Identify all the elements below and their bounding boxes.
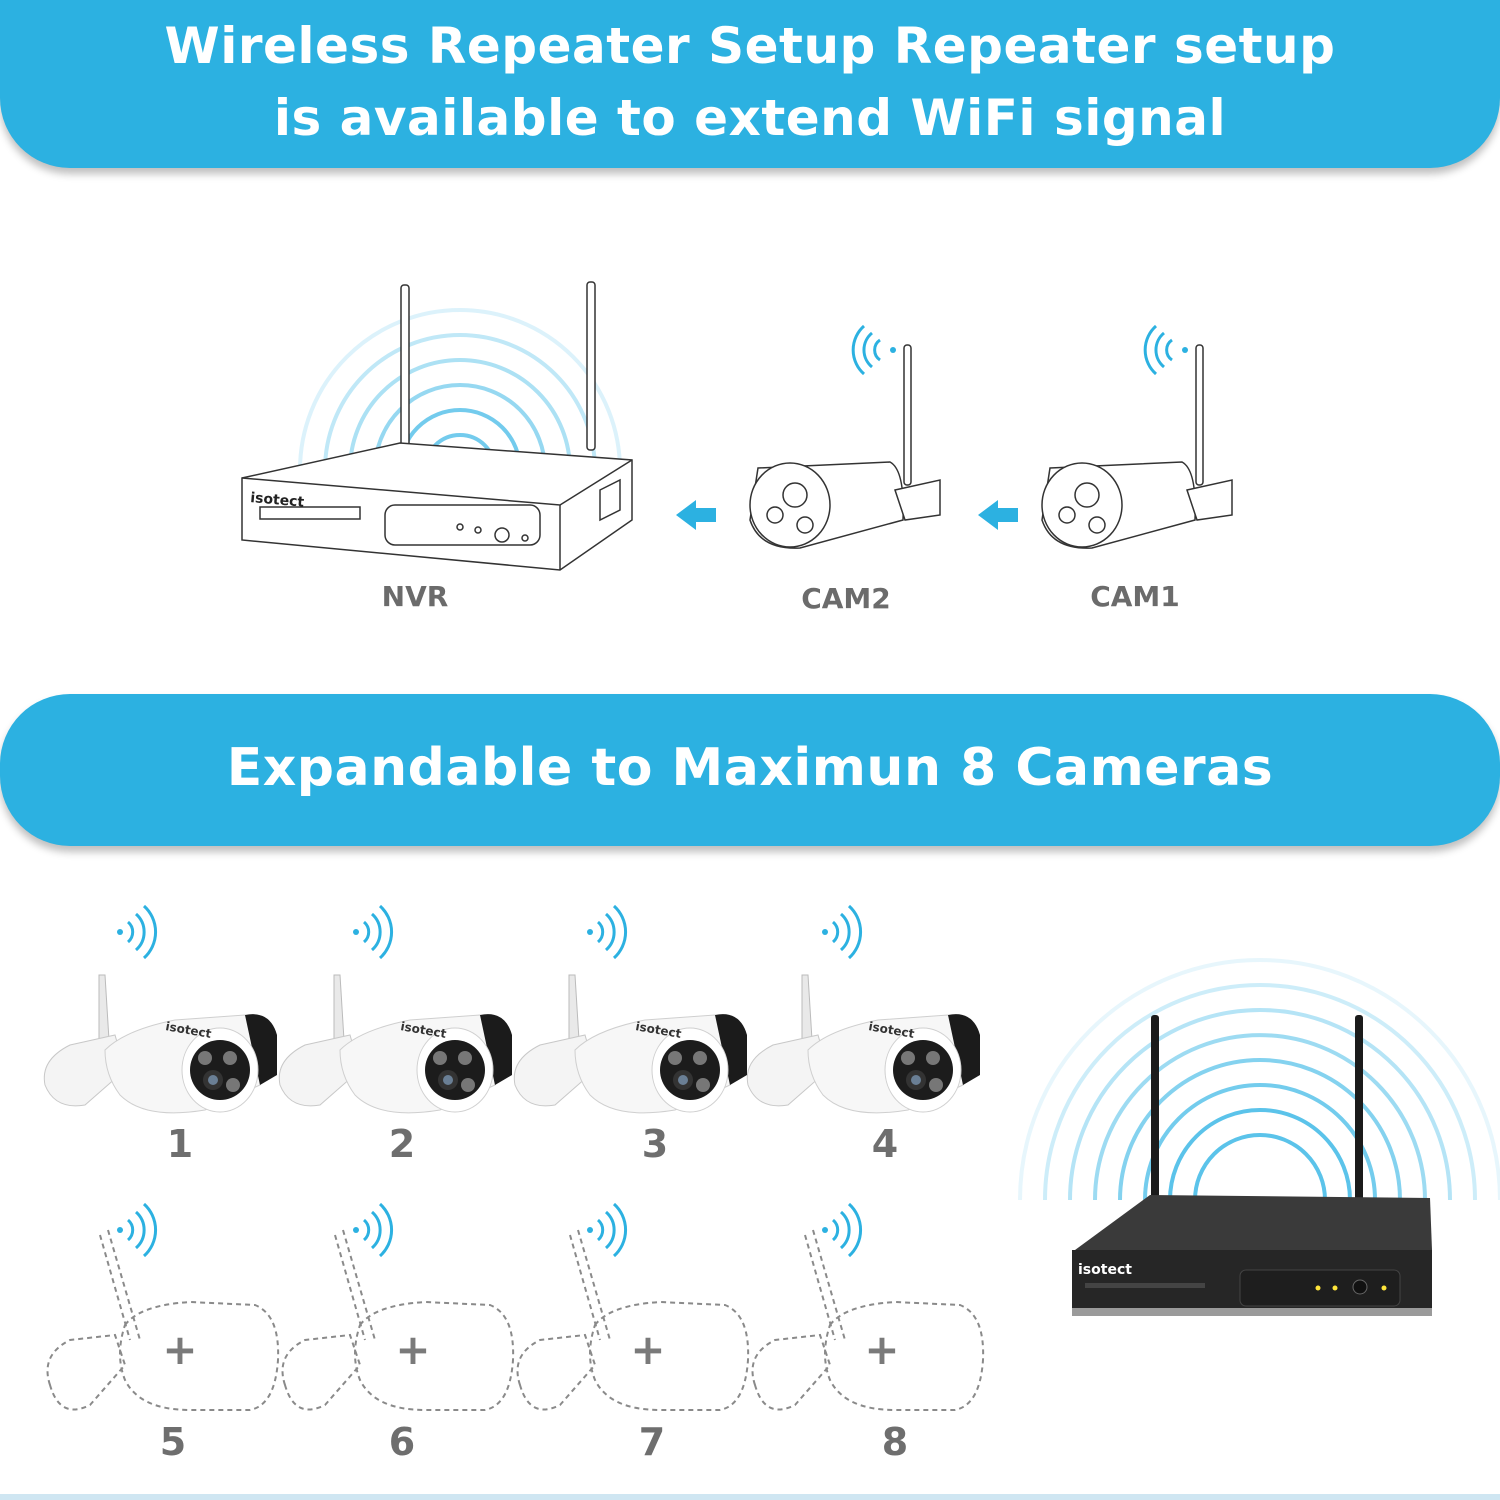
camera-number-1: 1 (166, 1122, 194, 1166)
cam2-outline-icon (749, 344, 941, 549)
camera-number-3: 3 (641, 1122, 669, 1166)
header-title-line1: Wireless Repeater Setup Repeater setup (164, 17, 1336, 75)
camera-1-brand: isotect (164, 1019, 212, 1041)
empty-camera-slot-6-icon (281, 1229, 515, 1411)
arrow-left-icon (676, 500, 716, 530)
camera-number-6: 6 (388, 1420, 416, 1464)
header-title-line2: is available to extend WiFi signal (273, 89, 1227, 147)
camera-number-7: 7 (638, 1420, 666, 1464)
camera-brand-marks: isotect isotect isotect isotect (164, 1019, 915, 1041)
cam2-wifi-icon (851, 324, 896, 376)
wifi-icon (115, 1202, 158, 1258)
nvr-label: NVR (381, 580, 449, 613)
cam2-label: CAM2 (801, 582, 891, 615)
camera-number-2: 2 (388, 1122, 416, 1166)
nvr-device (1018, 958, 1500, 1316)
wifi-icon (351, 1202, 394, 1258)
nvr-device-brand: isotect (1078, 1262, 1132, 1278)
nvr-outline-brand: isotect (250, 490, 305, 511)
wifi-icon (820, 1202, 863, 1258)
empty-camera-slot-8-icon (751, 1229, 985, 1411)
nvr-outline-icon (241, 281, 633, 571)
add-camera-6-icon: + (395, 1325, 431, 1374)
camera-number-4: 4 (871, 1122, 899, 1166)
cam1-outline-icon (1041, 344, 1233, 549)
cam1-wifi-icon (1143, 324, 1188, 376)
nvr-signal-waves-icon (1018, 958, 1500, 1201)
empty-camera-slot-7-icon (516, 1229, 750, 1411)
repeater-diagram: isotect (241, 281, 1233, 571)
bottom-divider (0, 1494, 1500, 1500)
add-camera-5-icon: + (162, 1325, 198, 1374)
cam1-label: CAM1 (1090, 580, 1180, 613)
camera-4-brand: isotect (867, 1019, 915, 1041)
camera-number-8: 8 (881, 1420, 909, 1464)
add-camera-8-icon: + (864, 1325, 900, 1374)
wifi-icon (351, 904, 394, 960)
empty-camera-slot-5-icon (46, 1229, 280, 1411)
expandable-camera-slots (46, 1202, 985, 1411)
wifi-icon (585, 904, 628, 960)
wifi-icon (585, 1202, 628, 1258)
section2-title: Expandable to Maximun 8 Cameras (226, 738, 1274, 798)
nvr-signal-waves-icon (298, 308, 622, 471)
camera-3-brand: isotect (634, 1019, 682, 1041)
header-banner: Wireless Repeater Setup Repeater setup i… (0, 0, 1500, 168)
arrow-left-icon (978, 500, 1018, 530)
section2-banner: Expandable to Maximun 8 Cameras (0, 694, 1500, 846)
add-camera-7-icon: + (630, 1325, 666, 1374)
camera-number-5: 5 (159, 1420, 187, 1464)
camera-2-brand: isotect (399, 1019, 447, 1041)
wifi-icon (820, 904, 863, 960)
wifi-icon (115, 904, 158, 960)
